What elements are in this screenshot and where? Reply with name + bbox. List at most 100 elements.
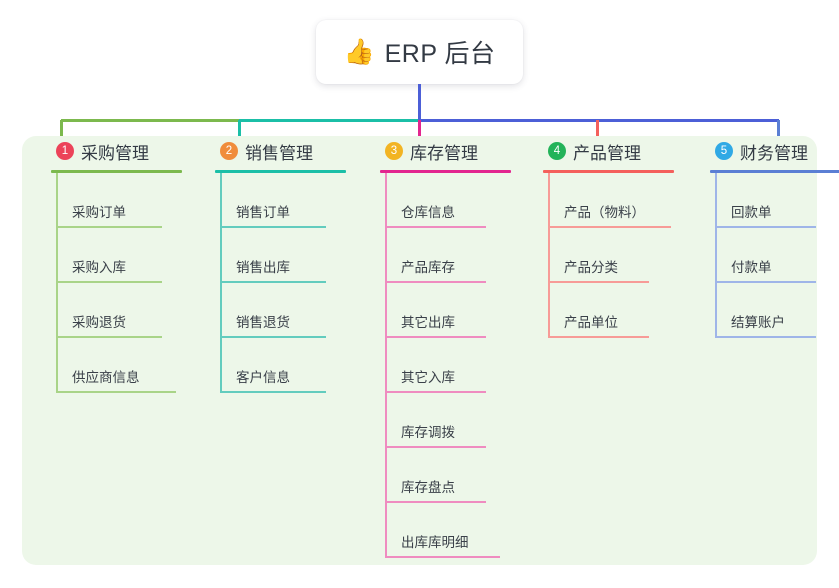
leaf-label: 结算账户 [731,315,785,330]
leaf-rule [385,391,486,393]
leaf-label: 产品库存 [401,260,455,275]
branch-title: 产品管理 [573,143,641,163]
leaf-label: 库存盘点 [401,480,455,495]
branch-header-product[interactable]: 4 产品管理 [530,136,705,166]
branch-items-finance: 回款单 付款单 结算账户 [715,173,839,338]
leaf-rule [220,336,326,338]
leaf-rule [548,281,649,283]
branch-index-badge: 5 [715,142,733,160]
branch-index-badge: 2 [220,142,238,160]
leaf-label: 供应商信息 [72,370,140,385]
root-node-erp-backend[interactable]: 👍 ERP 后台 [316,20,523,84]
leaf-item[interactable]: 仓库信息 [385,173,542,228]
leaf-label: 客户信息 [236,370,290,385]
branch-title: 财务管理 [740,143,808,163]
leaf-rule [548,336,649,338]
leaf-rule [220,226,326,228]
leaf-label: 产品分类 [564,260,618,275]
leaf-label: 采购退货 [72,315,126,330]
leaf-label: 采购订单 [72,205,126,220]
leaf-label: 产品单位 [564,315,618,330]
branch-spine [56,173,58,393]
branch-spine [548,173,550,338]
branch-items-inventory: 仓库信息 产品库存 其它出库 其它入库 库存调拨 [385,173,542,558]
branch-header-finance[interactable]: 5 财务管理 [697,136,839,166]
leaf-rule [548,226,671,228]
leaf-rule [385,281,486,283]
leaf-label: 其它入库 [401,370,455,385]
leaf-rule [715,226,816,228]
branch-title: 采购管理 [81,143,149,163]
branch-column-product: 4 产品管理 产品（物料） 产品分类 产品单位 [530,136,705,338]
leaf-item[interactable]: 库存调拨 [385,393,542,448]
leaf-rule [385,446,486,448]
leaf-item[interactable]: 产品单位 [548,283,705,338]
branch-header-rule [543,170,674,173]
branch-items-product: 产品（物料） 产品分类 产品单位 [548,173,705,338]
branch-header-purchasing[interactable]: 1 采购管理 [38,136,198,166]
leaf-item[interactable]: 采购退货 [56,283,198,338]
leaf-label: 仓库信息 [401,205,455,220]
leaf-label: 销售订单 [236,205,290,220]
branch-column-purchasing: 1 采购管理 采购订单 采购入库 采购退货 供应商信 [38,136,198,393]
branch-index-badge: 4 [548,142,566,160]
leaf-label: 出库库明细 [401,535,469,550]
branch-column-finance: 5 财务管理 回款单 付款单 结算账户 [697,136,839,338]
branch-header-rule [51,170,182,173]
leaf-rule [220,391,326,393]
leaf-item[interactable]: 其它出库 [385,283,542,338]
leaf-item[interactable]: 采购入库 [56,228,198,283]
leaf-rule [56,281,162,283]
leaf-rule [715,336,816,338]
leaf-rule [385,501,486,503]
leaf-rule [56,336,162,338]
leaf-rule [385,336,486,338]
leaf-rule [220,281,326,283]
branch-items-sales: 销售订单 销售出库 销售退货 客户信息 [220,173,362,393]
thumbs-up-icon: 👍 [343,37,375,66]
branches-panel: 1 采购管理 采购订单 采购入库 采购退货 供应商信 [22,136,839,565]
branch-title: 库存管理 [410,143,478,163]
leaf-label: 回款单 [731,205,772,220]
leaf-rule [56,226,162,228]
leaf-item[interactable]: 库存盘点 [385,448,542,503]
leaf-rule [385,556,500,558]
branch-header-rule [215,170,346,173]
leaf-item[interactable]: 结算账户 [715,283,839,338]
leaf-label: 产品（物料） [564,205,645,220]
leaf-item[interactable]: 采购订单 [56,173,198,228]
leaf-label: 销售出库 [236,260,290,275]
leaf-item[interactable]: 销售出库 [220,228,362,283]
branch-index-badge: 1 [56,142,74,160]
branch-spine [385,173,387,558]
branch-header-sales[interactable]: 2 销售管理 [202,136,362,166]
branch-column-sales: 2 销售管理 销售订单 销售出库 销售退货 客户信息 [202,136,362,393]
branch-header-rule [710,170,839,173]
leaf-label: 销售退货 [236,315,290,330]
leaf-item[interactable]: 出库库明细 [385,503,542,558]
leaf-item[interactable]: 供应商信息 [56,338,198,393]
leaf-rule [715,281,816,283]
leaf-label: 库存调拨 [401,425,455,440]
branch-title: 销售管理 [245,143,313,163]
branch-spine [715,173,717,338]
leaf-item[interactable]: 产品（物料） [548,173,705,228]
leaf-item[interactable]: 客户信息 [220,338,362,393]
leaf-rule [385,226,486,228]
leaf-label: 其它出库 [401,315,455,330]
leaf-item[interactable]: 产品库存 [385,228,542,283]
leaf-item[interactable]: 销售订单 [220,173,362,228]
leaf-item[interactable]: 回款单 [715,173,839,228]
leaf-label: 采购入库 [72,260,126,275]
leaf-rule [56,391,176,393]
leaf-item[interactable]: 付款单 [715,228,839,283]
branch-spine [220,173,222,393]
branch-items-purchasing: 采购订单 采购入库 采购退货 供应商信息 [56,173,198,393]
branch-header-rule [380,170,511,173]
leaf-item[interactable]: 其它入库 [385,338,542,393]
leaf-item[interactable]: 产品分类 [548,228,705,283]
root-node-title: ERP 后台 [384,40,496,68]
leaf-item[interactable]: 销售退货 [220,283,362,338]
branch-header-inventory[interactable]: 3 库存管理 [367,136,542,166]
